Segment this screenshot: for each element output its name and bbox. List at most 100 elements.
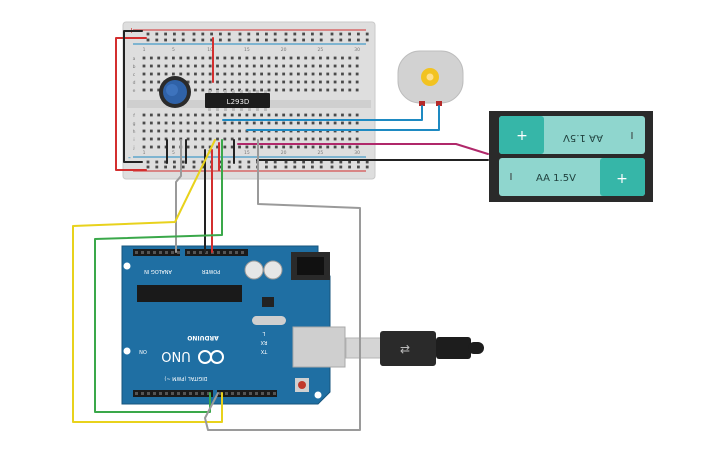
- wire-yellow-digital[interactable]: [72, 139, 223, 423]
- terminal-hole: [333, 56, 337, 60]
- wire-black-rail-jumper[interactable]: [123, 30, 143, 163]
- terminal-hole: [296, 145, 300, 149]
- terminal-hole: [157, 88, 161, 92]
- battery-cell-bottom-minus: I: [510, 172, 513, 183]
- terminal-hole: [274, 121, 278, 125]
- terminal-hole: [186, 80, 190, 84]
- terminal-hole: [142, 72, 146, 76]
- wire-blue-motor-a[interactable]: [222, 105, 423, 121]
- header-pins: [135, 251, 276, 395]
- terminal-hole: [326, 113, 330, 117]
- motor-terminal-left: [419, 101, 425, 106]
- terminal-hole: [186, 129, 190, 133]
- terminal-hole: [194, 129, 197, 133]
- terminal-hole: [245, 145, 249, 149]
- terminal-hole: [267, 145, 271, 149]
- terminal-hole: [355, 64, 359, 68]
- rail-hole: [284, 32, 288, 36]
- terminal-hole: [157, 72, 161, 76]
- motor-driver-chip[interactable]: L293D: [205, 90, 270, 111]
- column-number: 10: [207, 150, 213, 156]
- terminal-hole: [319, 137, 322, 141]
- rail-hole: [357, 165, 360, 169]
- rail-hole: [293, 38, 297, 42]
- wire-magenta-battery[interactable]: [237, 143, 489, 155]
- terminal-hole: [355, 80, 359, 84]
- terminal-hole: [238, 64, 241, 68]
- rail-hole: [311, 38, 314, 42]
- terminal-hole: [326, 121, 330, 125]
- terminal-hole: [311, 56, 315, 60]
- dc-motor[interactable]: [397, 50, 464, 106]
- terminal-hole: [223, 80, 227, 84]
- terminal-hole: [164, 121, 168, 125]
- terminal-hole: [142, 56, 146, 60]
- terminal-hole: [216, 145, 219, 149]
- terminal-hole: [164, 137, 168, 141]
- arduino-uno[interactable]: ANALOG IN POWER ARDUINO UNO ON TX RX L D…: [121, 245, 346, 405]
- terminal-hole: [289, 88, 293, 92]
- usb-icon: ⇄: [400, 342, 410, 356]
- chip-pins: [208, 90, 267, 111]
- terminal-hole: [282, 64, 286, 68]
- wire-red-rail-jumper[interactable]: [115, 37, 147, 171]
- terminal-hole: [194, 137, 197, 141]
- terminal-hole: [319, 121, 322, 125]
- rail-hole: [146, 165, 150, 169]
- terminal-hole: [289, 72, 293, 76]
- terminal-hole: [304, 121, 308, 125]
- header-pin: [249, 392, 252, 395]
- terminal-hole: [355, 56, 359, 60]
- terminal-hole: [186, 56, 190, 60]
- battery-pack[interactable]: + I AA 1.5V I AA 1.5V +: [489, 111, 653, 202]
- terminal-hole: [172, 56, 175, 60]
- rail-hole: [365, 38, 369, 42]
- terminal-hole: [223, 129, 227, 133]
- terminal-hole: [223, 72, 227, 76]
- terminal-hole: [164, 64, 168, 68]
- terminal-hole: [267, 137, 271, 141]
- header-pin: [201, 392, 204, 395]
- header-pin: [153, 251, 156, 254]
- rail-hole: [219, 32, 222, 36]
- terminal-hole: [252, 137, 256, 141]
- terminal-hole: [172, 137, 175, 141]
- terminal-hole: [355, 72, 359, 76]
- terminal-hole: [245, 80, 249, 84]
- terminal-hole: [333, 137, 337, 141]
- usb-port: [292, 326, 346, 368]
- terminal-hole: [164, 113, 168, 117]
- capacitor: [244, 260, 264, 280]
- terminal-hole: [282, 137, 286, 141]
- terminal-hole: [201, 145, 205, 149]
- header-pin: [229, 251, 232, 254]
- terminal-hole: [245, 137, 249, 141]
- header-pin: [223, 251, 226, 254]
- terminal-hole: [208, 72, 212, 76]
- usb-cable-end: [468, 342, 484, 354]
- potentiometer[interactable]: [159, 76, 191, 108]
- rail-minus-label: -: [128, 153, 131, 162]
- rail-hole: [227, 32, 231, 36]
- wire-gray-analog[interactable]: [175, 139, 182, 253]
- header-pin: [177, 251, 180, 254]
- rail-hole: [339, 38, 343, 42]
- rail-hole: [238, 160, 242, 164]
- terminal-hole: [238, 137, 241, 141]
- terminal-hole: [311, 121, 315, 125]
- wire-blue-motor-b[interactable]: [246, 105, 440, 131]
- terminal-hole: [355, 121, 359, 125]
- row-letter: i: [133, 137, 134, 143]
- header-top-power: [185, 249, 248, 256]
- wire-gray-digital[interactable]: [204, 139, 361, 431]
- chip-pin: [208, 90, 211, 93]
- terminal-hole: [252, 56, 256, 60]
- bottom-rail-holes: [146, 160, 369, 169]
- terminal-hole: [238, 129, 241, 133]
- terminal-hole: [267, 56, 271, 60]
- terminal-hole: [245, 56, 249, 60]
- rail-hole: [227, 38, 231, 42]
- power-jack-inner: [297, 257, 324, 275]
- terminal-hole: [238, 113, 241, 117]
- rail-hole: [339, 160, 343, 164]
